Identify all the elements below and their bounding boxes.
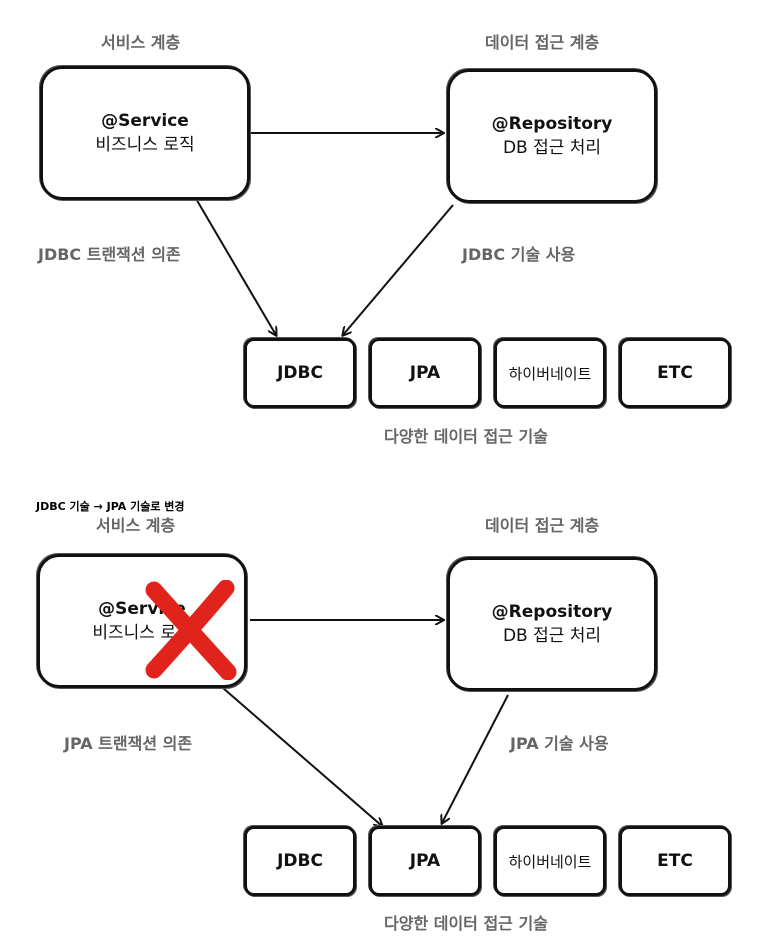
tech-caption-top: 다양한 데이터 접근 기술 xyxy=(384,427,548,446)
service-layer-title-bottom: 서비스 계층 xyxy=(96,516,176,535)
service-layer-title-top: 서비스 계층 xyxy=(101,33,181,52)
arrow-service-to-jdbc-top xyxy=(194,196,276,335)
tech-box-jdbc-bottom: JDBC xyxy=(244,826,356,896)
service-box-top: @Service 비즈니스 로직 xyxy=(40,66,250,200)
repository-box-top: @Repository DB 접근 처리 xyxy=(447,69,657,203)
tech-box-jdbc-top: JDBC xyxy=(244,338,356,408)
arrow-repository-to-jdbc-top xyxy=(343,204,454,335)
repository-annotation-bottom: @Repository xyxy=(491,602,613,622)
right-edge-label-top: JDBC 기술 사용 xyxy=(462,245,576,264)
arrow-service-to-jpa-bottom xyxy=(222,687,382,826)
repository-annotation-top: @Repository xyxy=(491,114,613,134)
service-description-top: 비즈니스 로직 xyxy=(95,135,195,155)
repository-box-bottom: @Repository DB 접근 처리 xyxy=(447,557,657,691)
tech-box-etc-bottom: ETC xyxy=(619,826,731,896)
repository-description-top: DB 접근 처리 xyxy=(502,138,602,158)
left-edge-label-bottom: JPA 트랜잭션 의존 xyxy=(64,734,193,753)
tech-box-hibernate-bottom: 하이버네이트 xyxy=(494,826,606,896)
left-edge-label-top: JDBC 트랜잭션 의존 xyxy=(38,245,181,264)
tech-caption-bottom: 다양한 데이터 접근 기술 xyxy=(384,914,548,933)
repository-description-bottom: DB 접근 처리 xyxy=(502,626,602,646)
service-description-bottom: 비즈니스 로직 xyxy=(92,623,192,643)
data-layer-title-bottom: 데이터 접근 계층 xyxy=(485,516,600,535)
data-layer-title-top: 데이터 접근 계층 xyxy=(485,33,600,52)
tech-box-jpa-top: JPA xyxy=(369,338,481,408)
tech-box-etc-top: ETC xyxy=(619,338,731,408)
service-annotation-top: @Service xyxy=(101,111,189,131)
change-note: JDBC 기술 → JPA 기술로 변경 xyxy=(36,500,185,513)
arrow-repository-to-jpa-bottom xyxy=(442,694,509,823)
tech-box-hibernate-top: 하이버네이트 xyxy=(494,338,606,408)
cross-mark-icon xyxy=(145,580,237,680)
tech-box-jpa-bottom: JPA xyxy=(369,826,481,896)
right-edge-label-bottom: JPA 기술 사용 xyxy=(510,734,609,753)
